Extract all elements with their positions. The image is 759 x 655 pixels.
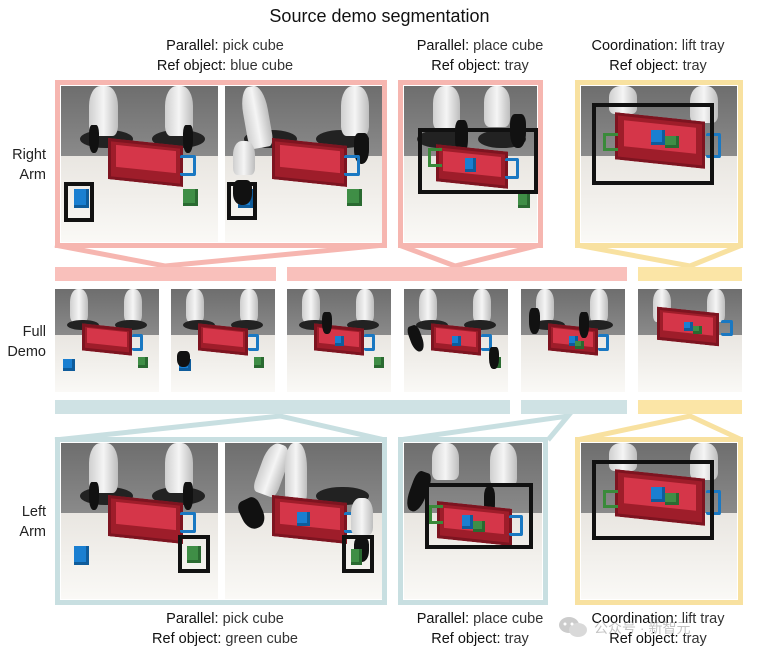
row-label-full-demo: Full Demo: [7, 324, 46, 360]
scene-right-place: [404, 86, 537, 242]
full-demo-frame-3: [287, 289, 391, 392]
highlight-tray-left: [425, 483, 533, 549]
caption-ref-value: green cube: [225, 631, 298, 647]
right-arm-segment-frame-1: [55, 80, 387, 248]
caption-ref-key: Ref object:: [431, 58, 501, 74]
caption-value: lift tray: [681, 38, 725, 54]
highlight-blue-cube: [64, 182, 94, 222]
caption-key: Parallel:: [416, 38, 470, 54]
scene-right-pick-2: [225, 86, 382, 242]
connector-right-lift: [576, 242, 743, 269]
caption-key: Parallel:: [166, 611, 219, 627]
highlight-gripper-cube: [227, 182, 257, 220]
highlight-tray-coord-left: [592, 460, 714, 540]
caption-ref-value: tray: [682, 631, 707, 647]
scene-left-pick-2: [225, 443, 382, 599]
full-demo-frame-4: [404, 289, 508, 392]
highlight-green-cube: [178, 535, 210, 573]
segment-bar-right-coordination: [638, 267, 742, 281]
full-demo-frame-5: [521, 289, 625, 392]
segment-bar-left-parallel-1: [55, 400, 510, 414]
caption-ref-value: tray: [682, 58, 707, 74]
caption-left-pick: Parallel: pick cube Ref object: green cu…: [130, 609, 320, 649]
scene-right-pick-1: [61, 86, 218, 242]
caption-right-pick: Parallel: pick cube Ref object: blue cub…: [130, 36, 320, 76]
highlight-gripper-green: [342, 535, 374, 573]
caption-value: pick cube: [222, 611, 284, 627]
connector-left-lift: [576, 413, 744, 443]
connector-left-pick: [54, 413, 386, 443]
watermark: 公众号 · 新智元: [558, 612, 698, 642]
highlight-tray: [418, 128, 538, 194]
segment-bar-left-coordination: [638, 400, 742, 414]
caption-right-place: Parallel: place cube Ref object: tray: [395, 36, 565, 76]
caption-ref-key: Ref object:: [156, 58, 227, 74]
right-arm-segment-frame-2: [398, 80, 543, 248]
caption-value: place cube: [473, 611, 544, 627]
highlight-tray-coord: [592, 103, 714, 185]
segment-bar-right-parallel-2: [287, 267, 627, 281]
caption-key: Parallel:: [166, 38, 219, 54]
left-arm-segment-frame-1: [55, 437, 387, 605]
connector-right-pick: [54, 242, 386, 269]
connector-right-place: [398, 242, 541, 269]
caption-left-lift: Coordination: lift tray Ref object: tray: [572, 609, 744, 649]
caption-value: place cube: [473, 38, 544, 54]
connector-left-place: [398, 412, 575, 443]
full-demo-frame-6: [638, 289, 742, 392]
caption-right-lift: Coordination: lift tray Ref object: tray: [572, 36, 744, 76]
caption-key: Coordination:: [591, 611, 678, 627]
caption-value: lift tray: [681, 611, 725, 627]
caption-ref-key: Ref object:: [609, 631, 679, 647]
caption-left-place: Parallel: place cube Ref object: tray: [395, 609, 565, 649]
green-cube: [183, 188, 198, 207]
caption-key: Coordination:: [591, 38, 678, 54]
left-arm-segment-frame-3: [575, 437, 743, 605]
full-demo-frame-1: [55, 289, 159, 392]
caption-ref-key: Ref object:: [152, 631, 222, 647]
row-label-left-arm: Left Arm: [19, 504, 46, 540]
figure-title: Source demo segmentation: [269, 6, 490, 26]
row-label-right-arm: Right Arm: [12, 147, 46, 183]
blue-cube: [73, 188, 90, 208]
full-demo-frame-2: [171, 289, 275, 392]
watermark-text: 公众号 · 新智元: [594, 620, 691, 636]
segment-bar-left-parallel-2: [521, 400, 627, 414]
segment-bar-right-parallel-1: [55, 267, 276, 281]
caption-key: Parallel:: [416, 611, 470, 627]
caption-ref-key: Ref object:: [431, 631, 501, 647]
wechat-icon: [559, 617, 587, 637]
left-arm-segment-frame-2: [398, 437, 548, 605]
caption-ref-value: tray: [504, 58, 529, 74]
caption-value: pick cube: [222, 38, 284, 54]
caption-ref-key: Ref object:: [609, 58, 679, 74]
right-arm-segment-frame-3: [575, 80, 743, 248]
caption-ref-value: blue cube: [230, 58, 294, 74]
caption-ref-value: tray: [504, 631, 529, 647]
scene-left-pick-1: [61, 443, 218, 599]
